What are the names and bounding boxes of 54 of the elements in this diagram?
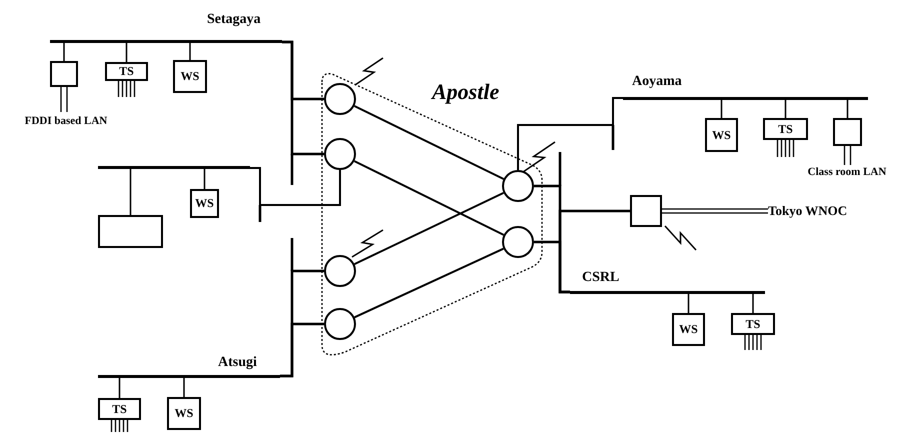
network-link bbox=[354, 248, 504, 318]
circle-node bbox=[502, 170, 534, 202]
network-link bbox=[204, 168, 206, 189]
network-bus bbox=[98, 355, 280, 378]
workstation-box: WS bbox=[672, 313, 705, 346]
network-link bbox=[720, 99, 722, 118]
network-label: CSRL bbox=[582, 269, 620, 286]
network-link bbox=[354, 160, 504, 236]
network-label: Aoyama bbox=[632, 73, 682, 90]
workstation-box: WS bbox=[190, 189, 219, 218]
terminal-server-box: TS bbox=[105, 62, 148, 81]
network-link bbox=[250, 167, 341, 206]
network-link bbox=[189, 42, 191, 60]
network-label: Setagaya bbox=[207, 11, 261, 28]
network-link bbox=[784, 99, 786, 118]
circle-node bbox=[324, 83, 356, 115]
network-link bbox=[354, 105, 504, 180]
network-link bbox=[661, 208, 769, 214]
network-link bbox=[846, 99, 848, 118]
device-box bbox=[50, 61, 78, 87]
device-box bbox=[833, 118, 862, 146]
circle-node bbox=[324, 138, 356, 170]
network-link bbox=[517, 97, 623, 170]
workstation-box: WS bbox=[173, 60, 207, 93]
network-link bbox=[354, 192, 504, 265]
workstation-box: WS bbox=[705, 118, 738, 152]
network-bus bbox=[623, 74, 868, 100]
circle-node bbox=[502, 226, 534, 258]
lan-label: Class room LAN bbox=[806, 165, 888, 179]
network-link bbox=[130, 168, 132, 215]
circle-node bbox=[324, 255, 356, 287]
terminal-server-box: TS bbox=[763, 118, 808, 140]
network-label: Tokyo WNOC bbox=[768, 203, 868, 219]
gateway-box bbox=[630, 195, 662, 227]
lan-label: FDDI based LAN bbox=[24, 114, 108, 128]
computer-box bbox=[98, 215, 163, 248]
network-link bbox=[752, 293, 754, 313]
group-title: Apostle bbox=[432, 79, 500, 104]
network-bus bbox=[98, 166, 250, 169]
network-link bbox=[558, 210, 630, 294]
terminal-server-box: TS bbox=[731, 313, 775, 335]
terminal-server-box: TS bbox=[98, 398, 141, 420]
network-link bbox=[688, 293, 690, 313]
network-link bbox=[63, 42, 65, 61]
network-link bbox=[280, 322, 324, 378]
circle-node bbox=[324, 308, 356, 340]
network-label: Atsugi bbox=[218, 354, 257, 371]
network-link bbox=[126, 42, 128, 62]
network-link bbox=[183, 377, 185, 397]
network-bus bbox=[50, 12, 282, 43]
network-bus bbox=[570, 270, 765, 294]
network-link bbox=[282, 40, 324, 156]
network-link bbox=[118, 377, 120, 398]
workstation-box: WS bbox=[167, 397, 201, 430]
